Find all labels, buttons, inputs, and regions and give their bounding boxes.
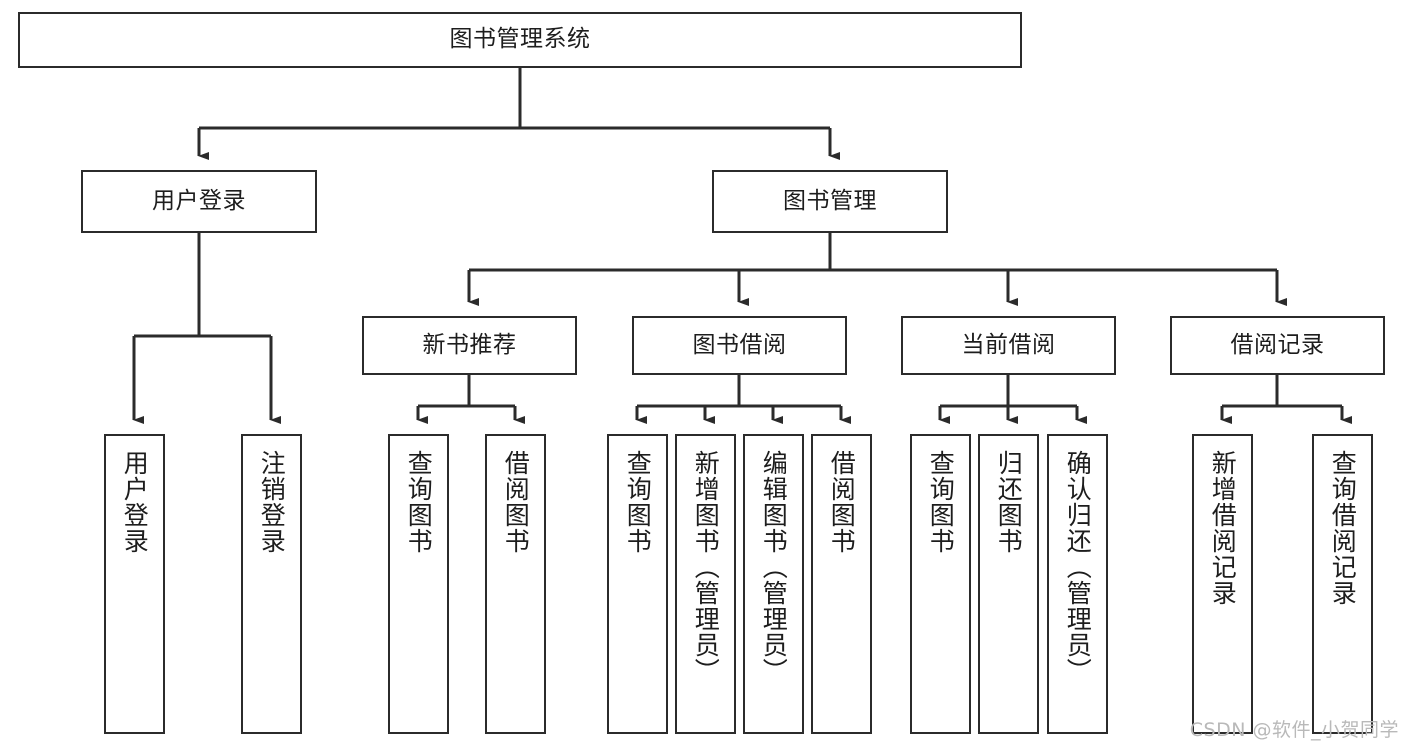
node-leaf-query-book-2[interactable]: 查询图书 [607, 434, 668, 734]
node-leaf-edit-book-label: 编辑图书（管理员） [759, 450, 789, 684]
node-root-label: 图书管理系统 [449, 26, 591, 53]
node-leaf-edit-book[interactable]: 编辑图书（管理员） [743, 434, 804, 734]
node-leaf-query-book-1[interactable]: 查询图书 [388, 434, 449, 734]
node-leaf-user-login[interactable]: 用户登录 [104, 434, 165, 734]
csdn-watermark: CSDN @软件_小贺同学 [1189, 719, 1399, 741]
node-leaf-logout-login-label: 注销登录 [257, 450, 287, 554]
node-leaf-query-book-1-label: 查询图书 [404, 450, 434, 554]
node-leaf-query-book-3-label: 查询图书 [926, 450, 956, 554]
node-leaf-return-book-label: 归还图书 [994, 450, 1024, 554]
node-leaf-query-book-3[interactable]: 查询图书 [910, 434, 971, 734]
node-leaf-query-book-2-label: 查询图书 [623, 450, 653, 554]
node-leaf-borrow-book-2[interactable]: 借阅图书 [811, 434, 872, 734]
node-book-manage-label: 图书管理 [783, 187, 877, 214]
node-current-borrow-label: 当前借阅 [961, 331, 1056, 358]
node-leaf-borrow-book-1-label: 借阅图书 [501, 450, 531, 554]
node-leaf-borrow-book-1[interactable]: 借阅图书 [485, 434, 546, 734]
node-new-book-recommend-label: 新书推荐 [422, 331, 517, 358]
node-leaf-user-login-label: 用户登录 [120, 450, 150, 554]
node-leaf-query-record-label: 查询借阅记录 [1328, 450, 1358, 606]
node-leaf-add-book-label: 新增图书（管理员） [691, 450, 721, 684]
node-leaf-add-record[interactable]: 新增借阅记录 [1192, 434, 1253, 734]
node-leaf-query-record[interactable]: 查询借阅记录 [1312, 434, 1373, 734]
node-leaf-add-record-label: 新增借阅记录 [1208, 450, 1238, 606]
node-leaf-logout-login[interactable]: 注销登录 [241, 434, 302, 734]
node-user-login-label: 用户登录 [152, 187, 246, 214]
node-leaf-add-book[interactable]: 新增图书（管理员） [675, 434, 736, 734]
node-book-borrow[interactable]: 图书借阅 [632, 316, 847, 375]
node-leaf-return-book[interactable]: 归还图书 [978, 434, 1039, 734]
node-root[interactable]: 图书管理系统 [18, 12, 1022, 68]
node-new-book-recommend[interactable]: 新书推荐 [362, 316, 577, 375]
node-borrow-record-label: 借阅记录 [1230, 331, 1325, 358]
node-leaf-confirm-return[interactable]: 确认归还（管理员） [1047, 434, 1108, 734]
node-leaf-confirm-return-label: 确认归还（管理员） [1063, 450, 1093, 684]
node-borrow-record[interactable]: 借阅记录 [1170, 316, 1385, 375]
node-leaf-borrow-book-2-label: 借阅图书 [827, 450, 857, 554]
node-book-borrow-label: 图书借阅 [692, 331, 787, 358]
node-book-manage[interactable]: 图书管理 [712, 170, 948, 233]
node-user-login[interactable]: 用户登录 [81, 170, 317, 233]
node-current-borrow[interactable]: 当前借阅 [901, 316, 1116, 375]
